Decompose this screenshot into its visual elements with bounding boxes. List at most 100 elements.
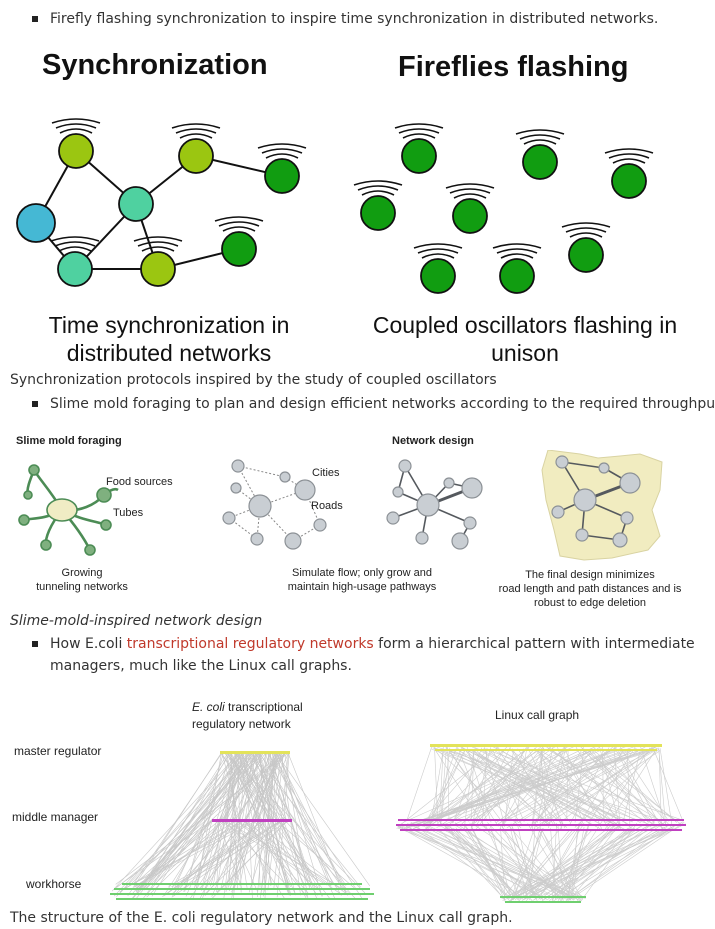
ecoli-edge <box>254 751 270 821</box>
ecoli-edge <box>232 751 273 821</box>
ecoli-edge <box>224 751 241 821</box>
final-line2: road length and path distances and is <box>498 583 682 595</box>
linux-edge <box>626 750 631 828</box>
linux-edge <box>575 747 621 827</box>
slime-network-diagram <box>18 450 663 561</box>
ecoli-edge <box>263 751 274 897</box>
linux-edge <box>430 749 444 827</box>
linux-edge <box>622 749 641 823</box>
ecoli-edge <box>257 751 289 886</box>
flash-wave <box>361 190 395 196</box>
linux-edge <box>523 824 671 900</box>
ecoli-edge <box>176 819 240 889</box>
flash-wave <box>523 139 557 145</box>
ecoli-edge <box>193 819 213 890</box>
linux-edge <box>517 745 647 824</box>
linux-edge <box>423 829 575 901</box>
ecoli-edge <box>135 751 287 890</box>
transcriptional-networks-link[interactable]: transcriptional regulatory networks <box>126 636 374 652</box>
ecoli-edge <box>174 751 238 887</box>
slime-body <box>46 498 78 522</box>
bullet-ecoli-text: How E.coli transcriptional regulatory ne… <box>50 633 695 655</box>
ecoli-edge <box>280 751 301 896</box>
linux-edge <box>430 747 457 823</box>
node-yg-2 <box>178 138 214 174</box>
sync-subtitle-line1: Time synchronization in <box>48 312 290 338</box>
linux-edge <box>445 746 505 826</box>
ecoli-middle-level <box>212 819 292 822</box>
flash-wave <box>561 222 611 228</box>
flash-wave <box>54 241 96 247</box>
flash-wave <box>492 243 542 249</box>
ecoli-edge <box>129 751 255 887</box>
linux-edge <box>439 746 444 822</box>
figure1-caption: Synchronization protocols inspired by th… <box>10 372 497 388</box>
flash-wave <box>50 236 100 242</box>
synchronization-title: Synchronization <box>42 49 268 81</box>
flash-wave <box>402 133 436 139</box>
bullet-marker <box>32 641 38 647</box>
ecoli-edge <box>226 751 275 821</box>
linux-edge <box>552 822 557 901</box>
flash-wave <box>449 188 491 194</box>
linux-edge <box>509 747 562 824</box>
linux-edge <box>503 750 514 827</box>
linux-edge <box>515 749 527 823</box>
linux-edge <box>540 827 629 900</box>
ecoli-edge <box>115 751 291 885</box>
linux-edge <box>534 823 686 900</box>
linux-edge <box>512 748 558 829</box>
ecoli-edge <box>277 751 332 887</box>
ecoli-text-pre: How E.coli <box>50 636 127 652</box>
flash-wave <box>394 123 444 129</box>
ecoli-edge <box>274 751 370 887</box>
linux-edge <box>414 747 544 827</box>
figure2-caption: Slime-mold-inspired network design <box>10 613 263 629</box>
ecoli-edge <box>127 751 223 897</box>
linux-edge <box>652 748 684 822</box>
ecoli-edge <box>225 751 252 821</box>
ecoli-edge <box>116 819 213 888</box>
ecoli-edge <box>136 751 232 894</box>
firefly-1 <box>401 138 437 174</box>
linux-edge <box>659 748 673 826</box>
bullet-marker <box>32 16 38 22</box>
ecoli-title-line2: regulatory network <box>192 717 291 731</box>
linux-edge <box>445 827 511 902</box>
linux-edge <box>438 829 506 900</box>
ecoli-edge <box>264 751 269 821</box>
linux-edge <box>574 749 659 828</box>
linux-edge <box>658 749 662 827</box>
linux-edge <box>534 745 585 824</box>
ecoli-edge <box>223 751 357 900</box>
flash-wave <box>569 232 603 238</box>
sync-subtitle: Time synchronization in distributed netw… <box>14 311 324 367</box>
linux-edge <box>470 747 491 830</box>
linux-edge <box>465 825 508 898</box>
ecoli-edge <box>245 751 278 821</box>
level-master-label: master regulator <box>14 744 102 758</box>
ecoli-edge <box>267 751 277 821</box>
linux-edge <box>472 823 585 899</box>
linux-edge <box>456 825 582 901</box>
linux-edge <box>516 827 675 900</box>
flash-wave <box>179 133 213 139</box>
linux-edge <box>501 748 637 822</box>
linux-edge <box>426 825 581 898</box>
linux-edge <box>457 746 488 821</box>
linux-edge <box>406 746 432 821</box>
ecoli-edge <box>218 819 327 886</box>
ecoli-edge <box>272 751 348 896</box>
ecoli-edge <box>256 751 270 898</box>
linux-edge <box>553 822 666 899</box>
flash-wave <box>496 248 538 254</box>
flash-wave <box>421 253 455 259</box>
linux-edge <box>396 749 655 829</box>
level-middle-label: middle manager <box>12 810 99 824</box>
linux-edge <box>461 746 537 825</box>
flash-wave <box>59 128 93 134</box>
linux-edge <box>558 750 610 830</box>
ecoli-edge <box>223 751 243 899</box>
synchronization-diagram <box>16 118 654 294</box>
food-sources-label: Food sources <box>106 476 173 488</box>
